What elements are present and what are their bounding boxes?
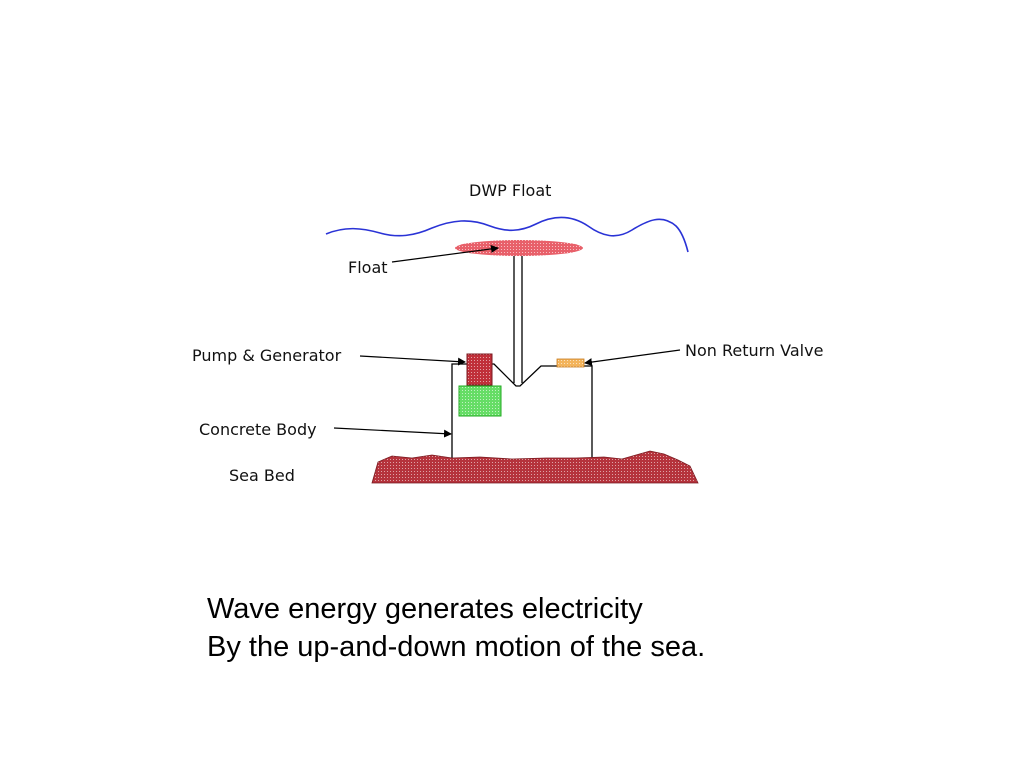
slide-caption: Wave energy generates electricity By the… <box>207 590 705 666</box>
pump-leader-arrow <box>359 355 466 366</box>
diagram-title: DWP Float <box>469 181 552 200</box>
float-disc <box>455 240 583 256</box>
non-return-valve <box>556 358 585 368</box>
body-leader-arrow <box>333 427 452 438</box>
pump-block <box>466 353 493 386</box>
caption-line-1: Wave energy generates electricity <box>207 593 643 625</box>
valve-leader-arrow <box>584 349 681 367</box>
sea-wave-line <box>325 216 689 253</box>
concrete-body-label: Concrete Body <box>199 420 317 439</box>
float-label: Float <box>348 258 388 277</box>
sea-bed-shape <box>371 450 699 484</box>
pump-generator-label: Pump & Generator <box>192 346 342 365</box>
sea-bed-label: Sea Bed <box>229 466 295 485</box>
caption-line-2: By the up-and-down motion of the sea. <box>207 631 706 663</box>
float-leader-arrow <box>391 244 499 263</box>
generator-block <box>458 385 502 417</box>
non-return-valve-label: Non Return Valve <box>685 341 824 360</box>
